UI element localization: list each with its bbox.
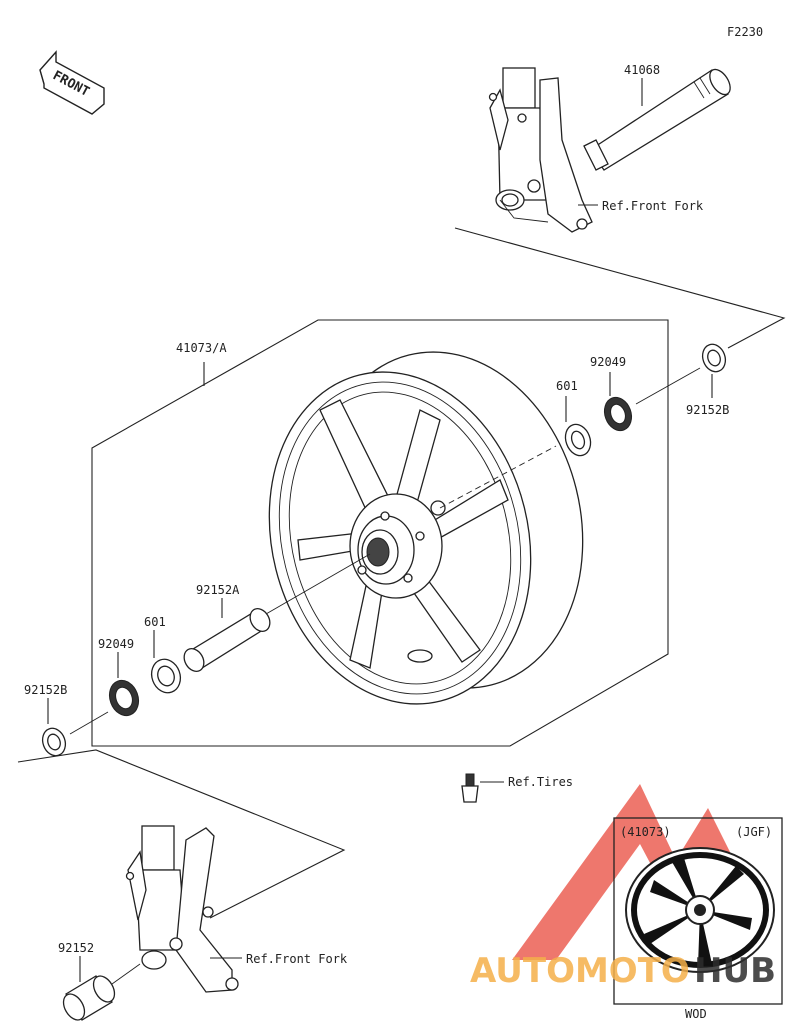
label-axle: 41068 [624,63,660,77]
spacer [183,608,271,672]
axle [583,68,731,171]
label-bearing-bottom: 601 [144,615,166,629]
label-bearing-top: 601 [556,379,578,393]
collar-fork [62,975,116,1021]
ref-front-fork-top: Ref.Front Fork [602,199,704,213]
front-wheel [268,351,584,705]
diagram-code: F2230 [727,25,763,39]
front-fork-left [125,825,239,993]
inset-part: (41073) [620,825,671,839]
seal-top [603,396,633,432]
bearing-top [564,423,592,457]
ref-front-fork-bottom: Ref.Front Fork [246,952,348,966]
watermark-logo-icon [512,784,744,960]
inset-wheel-icon [625,847,775,973]
watermark-text-b: HUB [694,951,776,991]
label-collar-top: 92152B [686,403,729,417]
collar-top [701,343,727,373]
inset-color: WOD [685,1007,707,1021]
front-arrow-icon: FRONT [39,50,105,115]
color-inset: (41073) (JGF) WOD [613,817,783,1021]
label-seal-top: 92049 [590,355,626,369]
ref-tires: Ref.Tires [508,775,573,789]
label-spacer: 92152A [196,583,240,597]
watermark-text-a: AUTOMOTO [470,951,690,991]
label-collar-bottom: 92152B [24,683,67,697]
label-wheel: 41073/A [176,341,227,355]
inset-region: (JGF) [736,825,772,839]
label-collar-fork: 92152 [58,941,94,955]
tire-valve-icon [461,773,479,803]
front-fork-right [488,67,593,233]
seal-bottom [108,679,140,717]
bearing-bottom [150,658,182,694]
collar-bottom [41,727,67,757]
label-seal-bottom: 92049 [98,637,134,651]
